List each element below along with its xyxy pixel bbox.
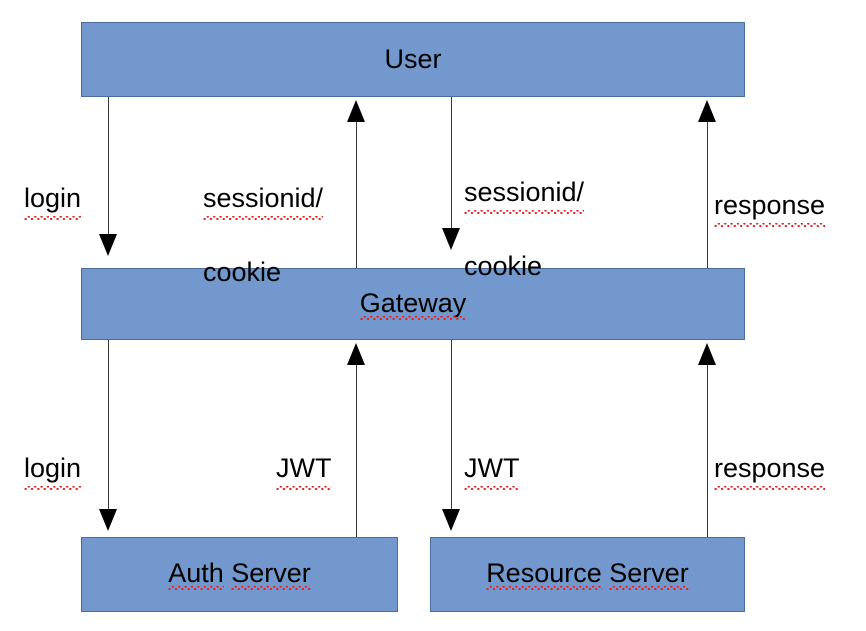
arrow-head-gateway-to-auth-login <box>99 509 117 531</box>
node-user[interactable]: User <box>81 22 745 97</box>
arrow-head-gateway-to-resource-jwt <box>442 509 460 531</box>
node-user-label: User <box>384 44 442 74</box>
edge-label-gateway-to-auth-login: login <box>24 415 82 525</box>
node-auth-server[interactable]: Auth Server <box>81 537 398 612</box>
arrow-line-resource-to-gateway-response <box>707 365 708 537</box>
node-resource-server[interactable]: Resource Server <box>430 537 745 612</box>
arrow-head-auth-to-gateway-jwt <box>347 343 365 365</box>
arrow-line-user-to-gateway-login <box>108 97 109 238</box>
node-resource-server-label: Resource Server <box>486 558 689 590</box>
edge-label-gateway-to-user-response: response <box>714 152 826 262</box>
node-gateway-label: Gateway <box>359 287 467 320</box>
edge-label-user-to-gateway-session: sessionid/ cookie <box>464 176 585 281</box>
edge-label-auth-to-gateway-jwt: JWT <box>276 415 332 525</box>
arrow-head-user-to-gateway-login <box>99 234 117 256</box>
edge-label-user-to-gateway-login: login <box>24 145 82 255</box>
arrow-line-gateway-to-resource-jwt <box>451 340 452 512</box>
arrow-head-gateway-to-user-session <box>347 100 365 122</box>
node-gateway[interactable]: Gateway <box>81 268 745 340</box>
arrow-head-gateway-to-user-response <box>698 100 716 122</box>
arrow-line-auth-to-gateway-jwt <box>356 365 357 537</box>
arrow-line-gateway-to-user-response <box>707 122 708 268</box>
arrow-head-user-to-gateway-session <box>442 228 460 250</box>
node-auth-server-label: Auth Server <box>168 558 311 590</box>
edge-label-resource-to-gateway-response: response <box>714 415 826 525</box>
arrow-line-gateway-to-auth-login <box>108 340 109 512</box>
arrow-line-gateway-to-user-session <box>356 122 357 268</box>
arrow-line-user-to-gateway-session <box>451 97 452 231</box>
arrow-head-resource-to-gateway-response <box>698 343 716 365</box>
edge-label-gateway-to-resource-jwt: JWT <box>464 415 520 525</box>
edge-label-gateway-to-user-session: sessionid/ cookie <box>203 182 324 287</box>
